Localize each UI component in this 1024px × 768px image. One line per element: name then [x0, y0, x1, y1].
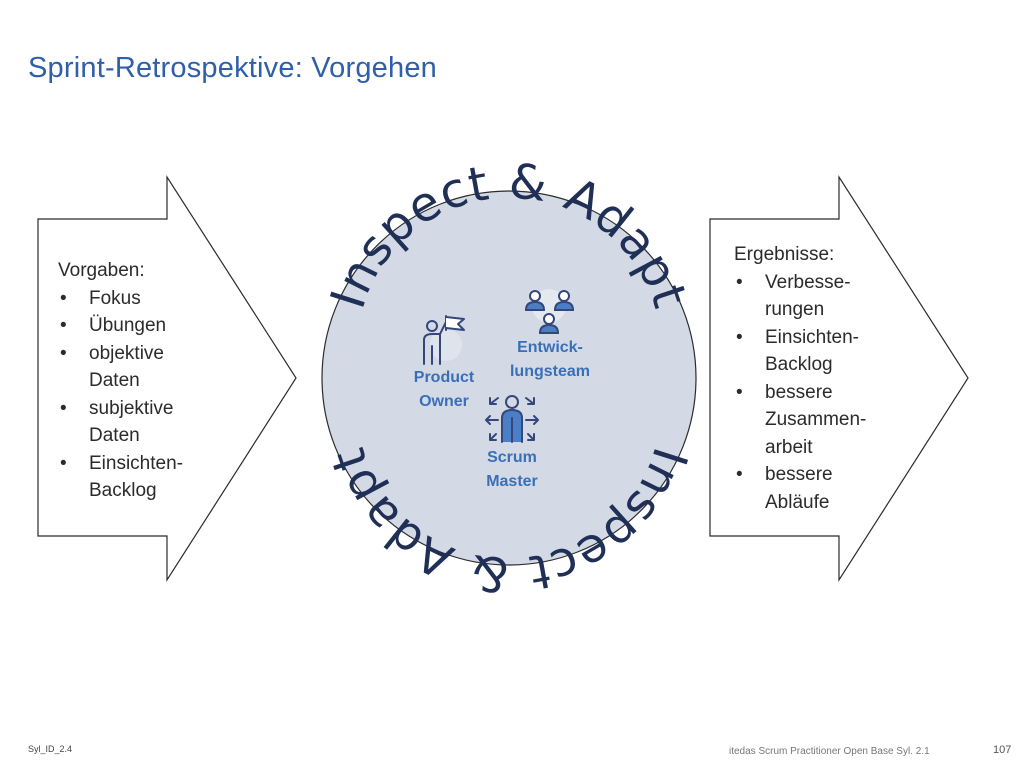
role-label-line: lungsteam: [509, 363, 590, 380]
role-label-line: Owner: [419, 393, 469, 410]
page-number: 107: [993, 744, 1012, 756]
list-item-line: Daten: [89, 425, 140, 446]
list-item-line: Einsichten-: [765, 326, 859, 348]
role-label-line: Entwick-: [517, 339, 583, 356]
list-item-line: Abläufe: [765, 491, 830, 513]
page-title: Sprint-Retrospektive: Vorgehen: [28, 52, 437, 84]
list-item: subjektive Daten: [58, 395, 208, 450]
list-item: Fokus: [58, 285, 208, 313]
footer-source: itedas Scrum Practitioner Open Base Syl.…: [729, 746, 930, 757]
list-item-line: rungen: [765, 299, 825, 320]
input-box: Vorgaben: Fokus Übungen objektive Daten …: [58, 257, 208, 505]
input-list: Fokus Übungen objektive Daten subjektive…: [58, 285, 208, 505]
role-label-line: Master: [486, 473, 538, 490]
list-item-line: Daten: [89, 370, 140, 391]
list-item: Verbesse- rungen: [734, 269, 884, 324]
inspect-adapt-circle: [321, 190, 697, 566]
list-item: bessere Abläufe: [734, 461, 884, 516]
output-heading: Ergebnisse:: [734, 244, 835, 265]
list-item-line: bessere: [765, 464, 833, 485]
list-item-line: Backlog: [765, 354, 833, 375]
list-item-line: Verbesse-: [765, 271, 851, 293]
input-heading: Vorgaben:: [58, 260, 145, 281]
list-item-line: Backlog: [89, 480, 157, 501]
role-label-dev-team: Entwick- lungsteam: [498, 336, 602, 384]
list-item: Einsichten- Backlog: [58, 450, 208, 505]
role-label-scrum-master: Scrum Master: [466, 446, 558, 494]
role-label-line: Product: [413, 369, 475, 386]
people-group-icon: [524, 289, 575, 334]
list-item: Übungen: [58, 312, 208, 340]
person-arrows-icon: [485, 395, 539, 443]
list-item: Einsichten- Backlog: [734, 324, 884, 379]
flag-person-icon: [423, 315, 465, 365]
list-item-line: arbeit: [765, 436, 813, 458]
output-box: Ergebnisse: Verbesse- rungen Einsichten-…: [734, 241, 884, 516]
role-label-product-owner: Product Owner: [398, 366, 490, 414]
output-list: Verbesse- rungen Einsichten- Backlog bes…: [734, 269, 884, 517]
slide-id: Syl_ID_2.4: [28, 744, 73, 754]
list-item: objektive Daten: [58, 340, 208, 395]
role-label-line: Scrum: [487, 449, 537, 466]
list-item-line: Einsichten-: [89, 452, 183, 474]
list-item-line: subjektive: [89, 397, 174, 419]
list-item-line: bessere: [765, 381, 833, 403]
list-item: bessere Zusammen- arbeit: [734, 379, 884, 462]
list-item-line: objektive: [89, 342, 164, 364]
list-item-line: Zusammen-: [765, 409, 867, 430]
